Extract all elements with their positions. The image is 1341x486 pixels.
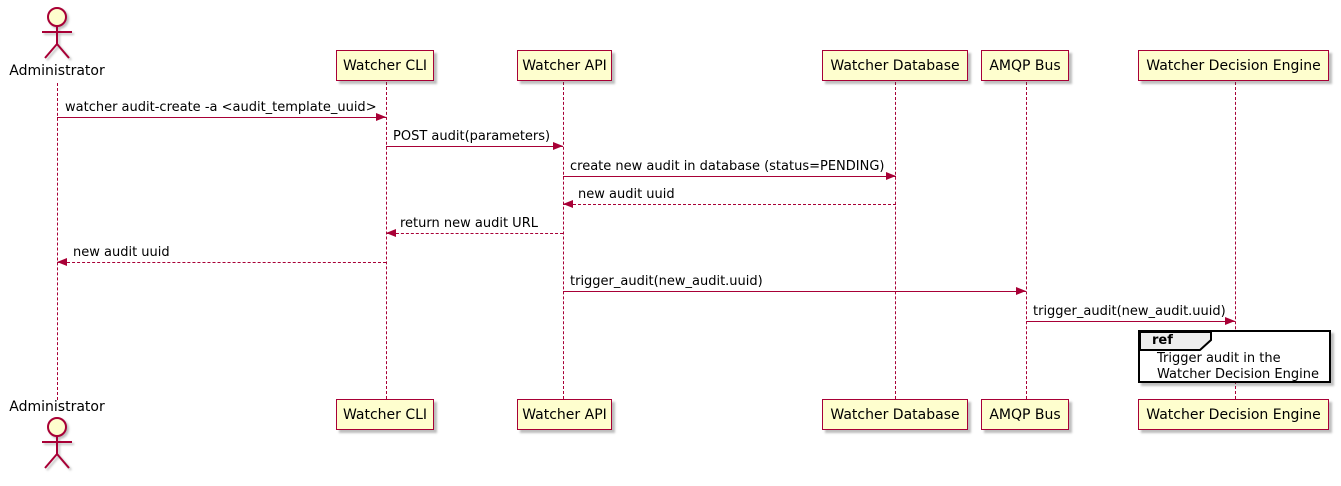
- message-return-audit-uuid-db: new audit uuid: [563, 187, 896, 208]
- ref-body-line-2: Watcher Decision Engine: [1157, 367, 1319, 382]
- arrowhead-left-icon: [563, 200, 573, 208]
- participant-watcher-cli-bottom: Watcher CLI: [336, 399, 434, 430]
- message-arrow: [563, 287, 1026, 295]
- actor-administrator-icon-top: [42, 7, 72, 59]
- participant-amqp-bus-bottom: AMQP Bus: [981, 399, 1069, 430]
- arrowhead-right-icon: [553, 142, 563, 150]
- message-label: trigger_audit(new_audit.uuid): [570, 274, 763, 289]
- message-post-audit: POST audit(parameters): [386, 129, 563, 150]
- ref-fragment: ref Trigger audit in the Watcher Decisio…: [1138, 330, 1331, 383]
- message-arrow: [386, 229, 563, 237]
- ref-body: Trigger audit in the Watcher Decision En…: [1157, 351, 1319, 383]
- participant-watcher-decision-engine-top: Watcher Decision Engine: [1138, 50, 1329, 81]
- ref-body-line-1: Trigger audit in the: [1157, 351, 1281, 366]
- ref-keyword: ref: [1152, 333, 1173, 348]
- lifeline-administrator: [57, 83, 58, 400]
- message-label: new audit uuid: [73, 245, 170, 260]
- message-label: POST audit(parameters): [393, 129, 551, 144]
- message-label: watcher audit-create -a <audit_template_…: [65, 100, 377, 115]
- lifeline-watcher-cli: [386, 82, 387, 399]
- message-label: return new audit URL: [400, 216, 538, 231]
- participant-amqp-bus-top: AMQP Bus: [981, 50, 1069, 81]
- ref-header-pentagon-icon: [1139, 331, 1212, 351]
- message-audit-create: watcher audit-create -a <audit_template_…: [57, 100, 386, 121]
- message-trigger-audit-amqp: trigger_audit(new_audit.uuid): [563, 274, 1026, 295]
- message-create-audit-db: create new audit in database (status=PEN…: [563, 159, 896, 180]
- arrowhead-left-icon: [386, 229, 396, 237]
- actor-label-bottom: Administrator: [9, 399, 105, 415]
- arrowhead-right-icon: [886, 172, 896, 180]
- actor-administrator-icon-bottom: [42, 417, 72, 469]
- participant-watcher-database-bottom: Watcher Database: [822, 399, 968, 430]
- participant-watcher-database-top: Watcher Database: [822, 50, 968, 81]
- message-arrow: [1026, 317, 1235, 325]
- actor-label-top: Administrator: [9, 63, 105, 79]
- lifeline-amqp-bus: [1026, 82, 1027, 399]
- message-arrow: [57, 113, 386, 121]
- message-label: create new audit in database (status=PEN…: [570, 159, 885, 174]
- participant-watcher-api-top: Watcher API: [517, 50, 612, 81]
- message-trigger-audit-engine: trigger_audit(new_audit.uuid): [1026, 304, 1235, 325]
- lifeline-watcher-database: [895, 82, 896, 399]
- lifeline-watcher-api: [563, 82, 564, 399]
- message-arrow: [563, 200, 896, 208]
- participant-watcher-decision-engine-bottom: Watcher Decision Engine: [1138, 399, 1329, 430]
- message-arrow: [563, 172, 896, 180]
- arrowhead-right-icon: [1016, 287, 1026, 295]
- arrowhead-right-icon: [376, 113, 386, 121]
- message-return-audit-uuid-cli: new audit uuid: [57, 245, 386, 266]
- participant-watcher-cli-top: Watcher CLI: [336, 50, 434, 81]
- message-label: new audit uuid: [578, 187, 675, 202]
- participant-watcher-api-bottom: Watcher API: [517, 399, 612, 430]
- message-return-audit-url: return new audit URL: [386, 216, 563, 237]
- message-arrow: [57, 258, 386, 266]
- lifeline-watcher-decision-engine: [1235, 82, 1236, 399]
- arrowhead-right-icon: [1225, 317, 1235, 325]
- message-label: trigger_audit(new_audit.uuid): [1033, 304, 1226, 319]
- message-arrow: [386, 142, 563, 150]
- arrowhead-left-icon: [57, 258, 67, 266]
